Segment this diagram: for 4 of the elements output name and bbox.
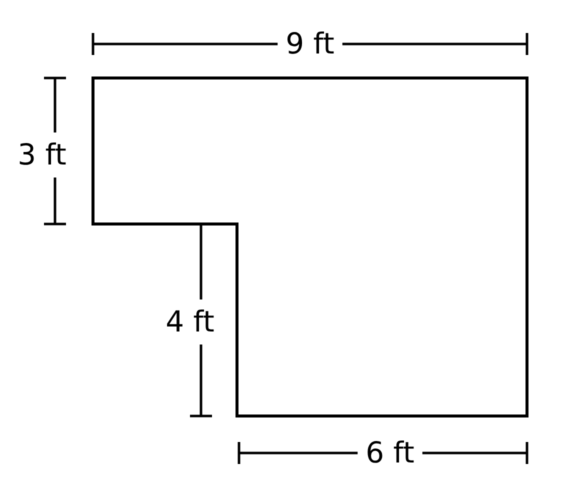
dimension-label: 3 ft (18, 140, 66, 170)
dimension-label: 4 ft (166, 308, 214, 336)
dimension-label: 9 ft (286, 30, 334, 58)
dimension-label: 6 ft (366, 438, 414, 468)
